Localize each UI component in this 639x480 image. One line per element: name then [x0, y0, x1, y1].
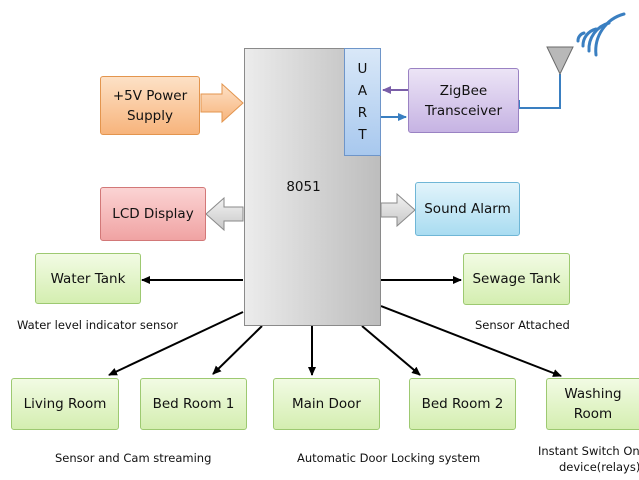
- washing-room-label: Washing Room: [564, 386, 622, 422]
- uart-letter: T: [358, 127, 367, 143]
- water-level-caption: Water level indicator sensor: [17, 318, 179, 332]
- main-door-box: Main Door: [273, 378, 380, 430]
- bed-room-2-arrow: [361, 325, 421, 376]
- mcu-label: 8051: [286, 179, 321, 195]
- washing-room-box: Washing Room: [546, 378, 639, 430]
- uart-letter: R: [357, 105, 368, 121]
- zigbee-transceiver-box: ZigBee Transceiver: [408, 68, 519, 133]
- sound-alarm-box: Sound Alarm: [415, 182, 520, 236]
- cam-streaming-caption: Sensor and Cam streaming: [55, 451, 212, 465]
- alarm-block-arrow: [380, 192, 416, 228]
- uart-letter: A: [357, 83, 368, 99]
- lcd-display-box: LCD Display: [100, 187, 206, 241]
- relays-caption: device(relays): [559, 460, 639, 474]
- door-locking-caption: Automatic Door Locking system: [297, 451, 481, 465]
- sound-alarm-label: Sound Alarm: [424, 201, 511, 217]
- uart-block: U A R T: [344, 48, 381, 156]
- bed-room-2-label: Bed Room 2: [421, 396, 504, 412]
- living-room-arrow: [108, 311, 244, 376]
- bed-room-1-arrow: [212, 325, 263, 375]
- wireless-signal-icon: [576, 12, 626, 57]
- zigbee-label: ZigBee Transceiver: [425, 82, 502, 119]
- main-door-label: Main Door: [292, 396, 361, 412]
- antenna-line: [518, 74, 561, 109]
- instant-switch-caption: Instant Switch On: [538, 444, 639, 458]
- water-tank-label: Water Tank: [50, 270, 126, 287]
- power-supply-box: +5V Power Supply: [100, 76, 200, 135]
- uart-letter: U: [357, 61, 368, 77]
- washing-room-arrow: [380, 305, 562, 377]
- bed-room-2-box: Bed Room 2: [409, 378, 516, 430]
- power-block-arrow: [200, 82, 244, 124]
- water-tank-box: Water Tank: [35, 253, 141, 304]
- lcd-label: LCD Display: [112, 206, 194, 222]
- living-room-label: Living Room: [23, 396, 107, 412]
- lcd-block-arrow: [205, 196, 244, 232]
- sewage-tank-label: Sewage Tank: [472, 271, 561, 287]
- living-room-box: Living Room: [11, 378, 119, 430]
- bed-room-1-box: Bed Room 1: [140, 378, 247, 430]
- bed-room-1-label: Bed Room 1: [152, 396, 235, 412]
- antenna-icon: [546, 46, 574, 76]
- sensor-attached-caption: Sensor Attached: [475, 318, 570, 332]
- power-supply-label: +5V Power Supply: [112, 87, 188, 124]
- sewage-tank-box: Sewage Tank: [463, 253, 570, 305]
